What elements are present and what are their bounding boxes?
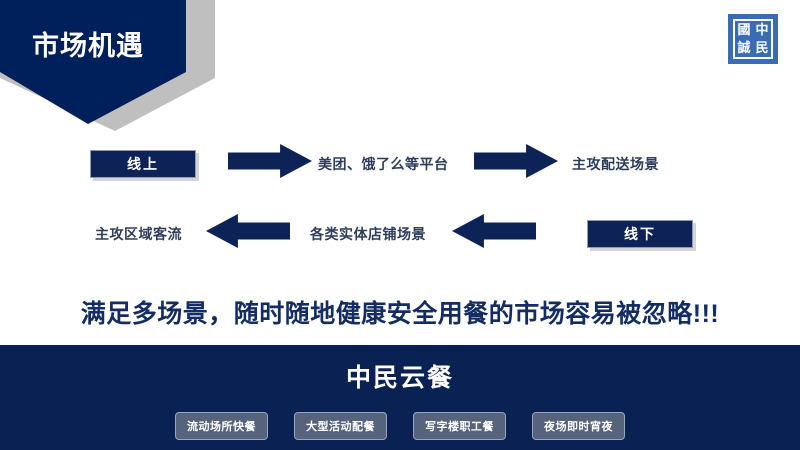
- seal-characters: 國 中 誠 民: [733, 19, 773, 59]
- title-banner: 市场机遇: [0, 0, 220, 135]
- brand-name: 中民云餐: [345, 364, 454, 392]
- scenario-pill: 大型活动配餐: [294, 412, 387, 440]
- scenario-pill: 夜场即时宵夜: [532, 412, 625, 440]
- flow-label-area-traffic: 主攻区域客流: [95, 226, 182, 242]
- arrow-left-icon: [452, 214, 536, 248]
- flow-node-offline: 线下: [587, 220, 693, 248]
- logo-char-zhong: 中: [755, 22, 769, 38]
- scenario-pill-row: 流动场所快餐 大型活动配餐 写字楼职工餐 夜场即时宵夜: [0, 412, 800, 440]
- logo-char-guo: 國: [737, 22, 751, 38]
- flow-label-physical-stores: 各类实体店铺场景: [310, 226, 426, 242]
- page-title: 市场机遇: [32, 31, 144, 61]
- headline-statement: 满足多场景，随时随地健康安全用餐的市场容易被忽略!!!: [80, 300, 720, 328]
- scenario-pill: 写字楼职工餐: [413, 412, 506, 440]
- scenario-pill: 流动场所快餐: [175, 412, 268, 440]
- footer-bar: 中民云餐 流动场所快餐 大型活动配餐 写字楼职工餐 夜场即时宵夜: [0, 345, 800, 450]
- arrow-right-icon: [228, 144, 312, 178]
- flow-label-delivery-scene: 主攻配送场景: [572, 156, 659, 172]
- arrow-left-icon: [206, 214, 290, 248]
- flow-node-online: 线上: [90, 150, 196, 178]
- flow-label-platforms: 美团、饿了么等平台: [318, 156, 449, 172]
- logo-char-cheng: 誠: [737, 40, 751, 56]
- arrow-right-icon: [474, 144, 558, 178]
- company-logo: 國 中 誠 民: [728, 14, 778, 64]
- logo-char-min: 民: [755, 40, 769, 56]
